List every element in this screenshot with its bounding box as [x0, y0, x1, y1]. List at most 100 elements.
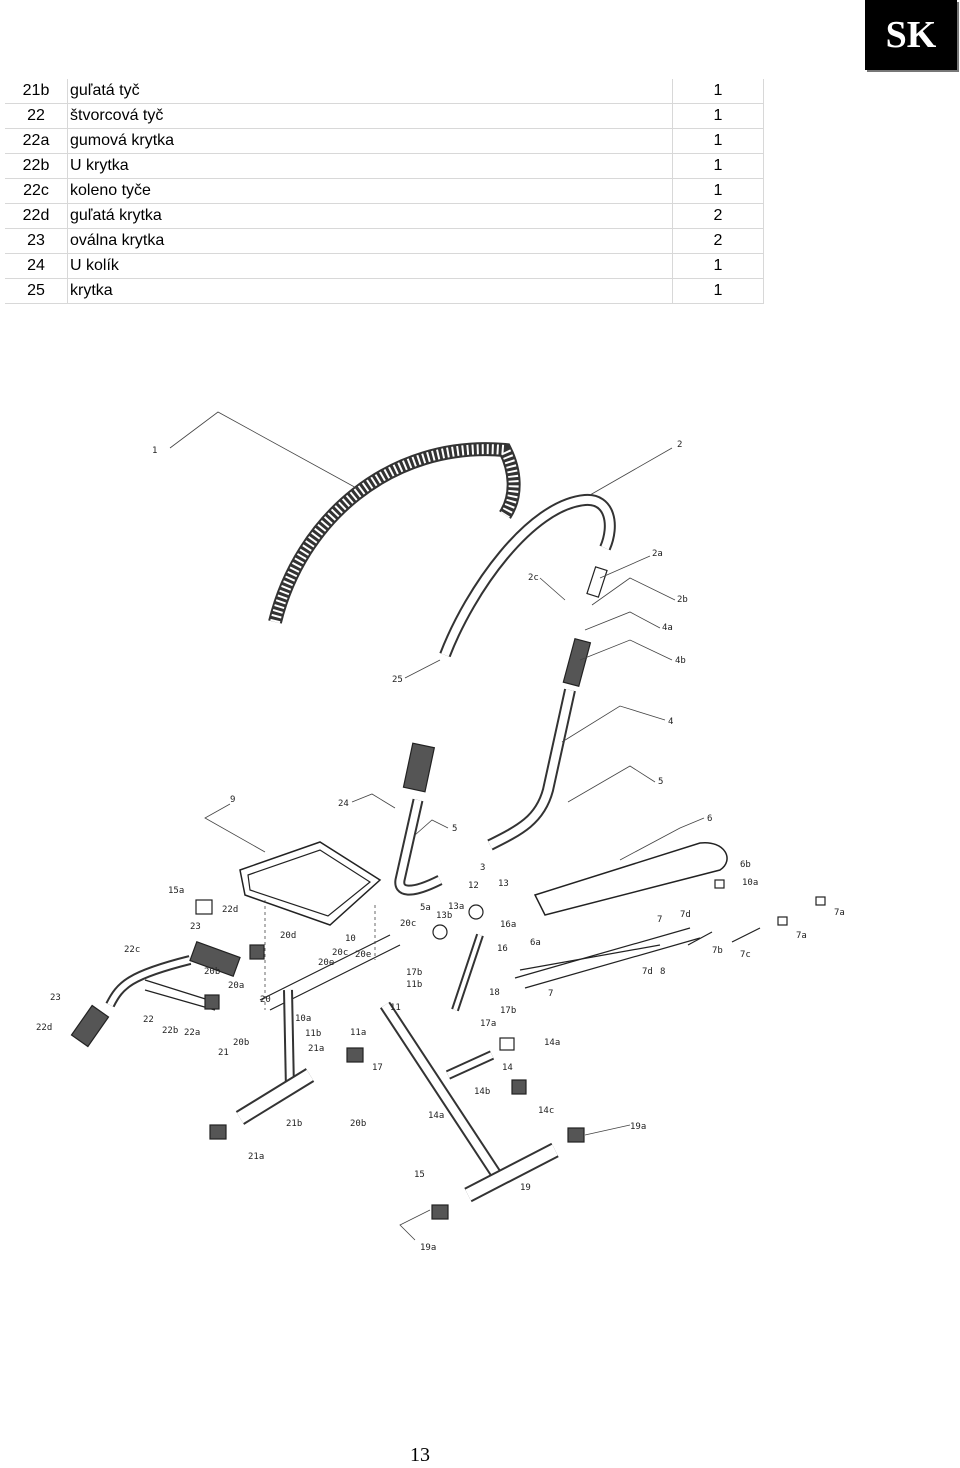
- foam-grip-part: [70, 1004, 110, 1048]
- leader-line: [414, 819, 449, 836]
- callout-label: 13: [498, 879, 509, 889]
- callout-label: 24: [338, 799, 349, 809]
- base-frame-inner: [381, 1002, 504, 1183]
- end-cap-part: [249, 944, 265, 960]
- part-quantity: 1: [672, 253, 764, 279]
- callout-label: 11b: [305, 1029, 321, 1039]
- small-rod-part: [731, 927, 761, 943]
- part-number: 23: [5, 228, 68, 254]
- callout-label: 11b: [406, 980, 422, 990]
- callout-label: 12: [468, 881, 479, 891]
- page-number: 13: [410, 1444, 430, 1466]
- callout-label: 4a: [662, 623, 673, 633]
- end-cap-part: [431, 1204, 449, 1220]
- table-row: 25 krytka 1: [5, 278, 764, 304]
- callout-label: 5: [658, 777, 663, 787]
- pivot-part: [468, 904, 484, 920]
- leader-line: [404, 659, 441, 679]
- callout-label: 20e: [318, 958, 334, 968]
- part-number: 22a: [5, 128, 68, 154]
- callout-label: 11a: [350, 1028, 366, 1038]
- leader-line: [567, 765, 656, 803]
- part-number: 22d: [5, 203, 68, 229]
- callout-label: 16a: [500, 920, 516, 930]
- elbow-bar-part: [105, 955, 192, 1008]
- callout-label: 19: [520, 1183, 531, 1193]
- callout-label: 22d: [36, 1023, 52, 1033]
- callout-label: 2: [677, 440, 682, 450]
- bar-sleeve-part: [586, 566, 608, 598]
- part-number: 22: [5, 103, 68, 129]
- callout-label: 20b: [350, 1119, 366, 1129]
- callout-label: 5a: [420, 903, 431, 913]
- back-rail-part: [519, 944, 661, 971]
- diagram-parts: [70, 442, 826, 1220]
- callout-label: 7: [548, 989, 553, 999]
- callout-label: 2c: [528, 573, 539, 583]
- callout-label: 14b: [474, 1087, 490, 1097]
- leader-line: [204, 803, 266, 853]
- callout-label: 7d: [680, 910, 691, 920]
- small-cap-part: [777, 916, 788, 926]
- callout-label: 6: [707, 814, 712, 824]
- part-quantity: 1: [672, 153, 764, 179]
- leader-line: [591, 577, 676, 606]
- part-name: guľatá krytka: [67, 203, 673, 229]
- short-tube-inner: [446, 1052, 494, 1078]
- callout-label: 11: [390, 1003, 401, 1013]
- table-row: 22c koleno tyče 1: [5, 178, 764, 204]
- table-row: 23 oválna krytka 2: [5, 228, 764, 254]
- callout-label: 22c: [124, 945, 140, 955]
- seat-cushion-part: [239, 841, 382, 926]
- end-cap-part: [346, 1047, 364, 1063]
- callout-label: 20b: [233, 1038, 249, 1048]
- small-rod-part: [687, 931, 713, 946]
- leader-line: [399, 1209, 431, 1241]
- callout-label: 17a: [480, 1019, 496, 1029]
- part-number: 22b: [5, 153, 68, 179]
- callout-label: 14: [502, 1063, 513, 1073]
- rear-foot-inner: [465, 1144, 558, 1201]
- vertical-tube-inner: [488, 689, 574, 849]
- part-quantity: 1: [672, 278, 764, 304]
- elbow-bar-inner: [107, 957, 191, 1007]
- callout-label: 22: [143, 1015, 154, 1025]
- callout-label: 8: [660, 967, 665, 977]
- callout-label: 22a: [184, 1028, 200, 1038]
- part-name: guľatá tyč: [67, 79, 673, 104]
- leader-line: [539, 577, 566, 601]
- callout-label: 20a: [228, 981, 244, 991]
- callout-label: 17b: [500, 1006, 516, 1016]
- square-bar-part: [144, 989, 216, 1011]
- callout-label: 17b: [406, 968, 422, 978]
- callout-label: 10a: [295, 1014, 311, 1024]
- callout-label: 20c: [332, 948, 348, 958]
- leader-lines: [169, 411, 705, 1241]
- side-grip-part: [402, 742, 436, 793]
- seat-cushion-inner: [247, 849, 372, 917]
- part-name: U kolík: [67, 253, 673, 279]
- callout-label: 2b: [677, 595, 688, 605]
- table-row: 22 štvorcová tyč 1: [5, 103, 764, 129]
- callout-label: 19a: [630, 1122, 646, 1132]
- callout-label: 20: [260, 995, 271, 1005]
- small-cap-part: [815, 896, 826, 906]
- callout-label: 6b: [740, 860, 751, 870]
- part-number: 24: [5, 253, 68, 279]
- callout-label: 3: [480, 863, 485, 873]
- callout-label: 10: [345, 934, 356, 944]
- table-row: 21b guľatá tyč 1: [5, 79, 764, 104]
- table-row: 22a gumová krytka 1: [5, 128, 764, 154]
- leader-line: [584, 1124, 631, 1136]
- callout-label: 20d: [280, 931, 296, 941]
- callout-label: 14a: [544, 1038, 560, 1048]
- part-quantity: 2: [672, 228, 764, 254]
- leader-line: [579, 639, 673, 661]
- callout-label: 4b: [675, 656, 686, 666]
- table-row: 24 U kolík 1: [5, 253, 764, 279]
- part-number: 25: [5, 278, 68, 304]
- callout-label: 21b: [286, 1119, 302, 1129]
- part-name: oválna krytka: [67, 228, 673, 254]
- callout-label: 7c: [740, 950, 751, 960]
- pivot-part: [432, 924, 448, 940]
